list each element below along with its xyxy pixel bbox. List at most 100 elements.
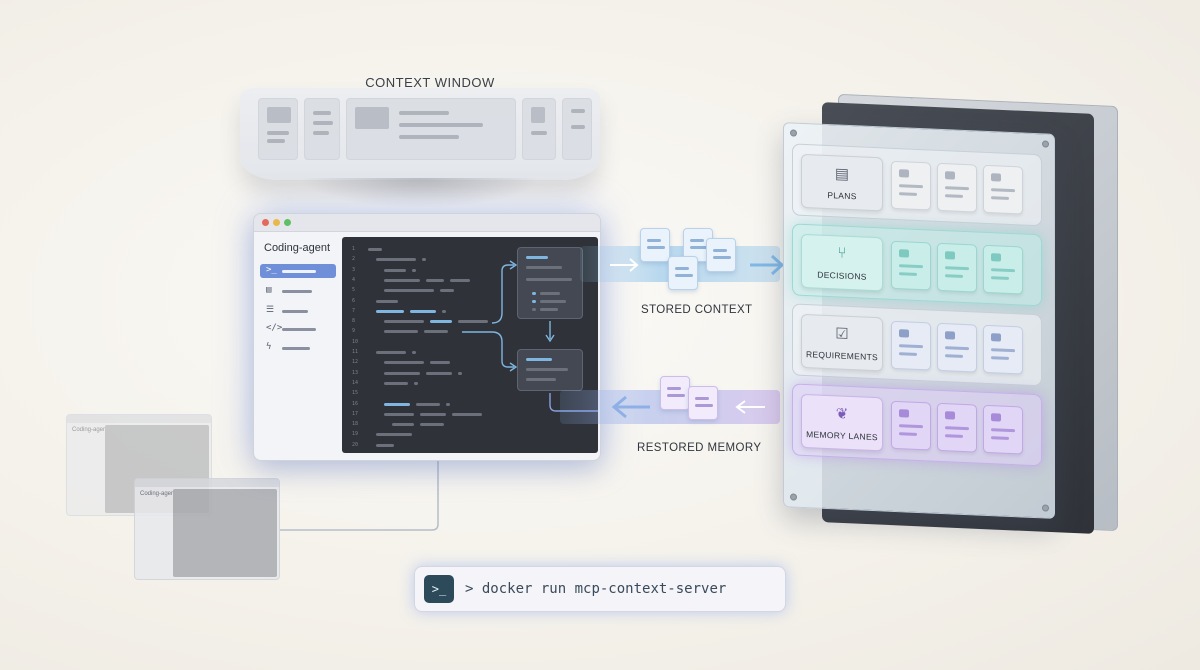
line-number: 7 xyxy=(352,307,356,314)
minimize-dot-icon[interactable] xyxy=(273,219,280,226)
code-line-token xyxy=(384,412,414,416)
lightning-icon: ϟ xyxy=(266,342,272,352)
code-line-token xyxy=(376,299,398,303)
code-line-token xyxy=(420,412,446,416)
line-number: 5 xyxy=(352,287,356,294)
window-titlebar xyxy=(254,214,600,232)
sidebar-item-code[interactable]: </> xyxy=(260,322,336,336)
context-card xyxy=(522,98,556,160)
sidebar-item-list[interactable]: ☰ xyxy=(260,304,336,318)
decisions-branch-icon: ⑂ xyxy=(837,244,847,262)
code-line-token xyxy=(384,278,420,282)
maximize-dot-icon[interactable] xyxy=(284,219,291,226)
code-line-token xyxy=(384,402,410,406)
sidebar-item-actions[interactable]: ϟ xyxy=(260,341,336,355)
lane-item[interactable] xyxy=(937,242,977,293)
lane-item[interactable] xyxy=(983,164,1023,215)
restored-memory-label: RESTORED MEMORY xyxy=(637,442,762,454)
sidebar-item-terminal[interactable]: >_ xyxy=(260,264,336,278)
lane-item[interactable] xyxy=(891,160,931,211)
context-window-strip xyxy=(240,88,600,180)
rivet xyxy=(1042,504,1049,512)
code-line-token xyxy=(430,361,450,365)
lane-item[interactable] xyxy=(891,400,931,451)
lane-item[interactable] xyxy=(891,320,931,371)
lane-item[interactable] xyxy=(937,322,977,373)
lane-requirements[interactable]: ☑ REQUIREMENTS xyxy=(792,303,1042,387)
lane-item[interactable] xyxy=(983,404,1023,455)
rivet xyxy=(790,493,797,501)
line-number: 13 xyxy=(352,369,359,376)
agent-connector-line xyxy=(280,455,439,531)
line-number: 17 xyxy=(352,410,359,417)
line-number: 4 xyxy=(352,276,356,283)
lane-card-memory[interactable]: ❦ MEMORY LANES xyxy=(801,393,883,452)
line-number: 19 xyxy=(352,431,359,438)
code-line-token xyxy=(426,371,452,375)
code-line-token xyxy=(458,371,462,375)
context-window-label: CONTEXT WINDOW xyxy=(365,75,495,90)
context-card xyxy=(304,98,340,160)
lane-card-plans[interactable]: ▤ PLANS xyxy=(801,153,883,212)
code-line-token xyxy=(384,371,420,375)
code-line-token xyxy=(376,351,406,354)
terminal-icon: >_ xyxy=(424,575,454,603)
lane-item[interactable] xyxy=(891,240,931,291)
code-line-token xyxy=(422,258,426,262)
lane-label: MEMORY LANES xyxy=(806,429,878,443)
command-prompt: > xyxy=(465,581,474,597)
close-dot-icon[interactable] xyxy=(262,219,269,226)
line-number: 6 xyxy=(352,297,356,304)
line-number: 1 xyxy=(352,246,356,252)
lane-item[interactable] xyxy=(983,244,1023,295)
document-icon: ▤ xyxy=(266,285,272,295)
lane-item[interactable] xyxy=(937,402,977,453)
command-bar[interactable]: >_ > docker run mcp-context-server xyxy=(414,566,786,612)
background-agent-window: Coding-agent xyxy=(134,478,280,580)
list-icon: ☰ xyxy=(266,305,275,315)
line-number: 16 xyxy=(352,400,359,407)
agent-title: Coding-agent xyxy=(264,242,331,254)
code-line-token xyxy=(376,433,412,437)
restore-arrows xyxy=(611,395,765,419)
code-line-token xyxy=(420,423,444,427)
lane-label: REQUIREMENTS xyxy=(805,349,879,363)
context-popover xyxy=(517,247,583,319)
code-line-token xyxy=(412,351,416,354)
code-line-token xyxy=(424,330,448,334)
code-line-token xyxy=(458,320,488,324)
lane-plans[interactable]: ▤ PLANS xyxy=(792,143,1042,227)
code-line-token xyxy=(446,402,450,406)
lane-card-requirements[interactable]: ☑ REQUIREMENTS xyxy=(801,313,883,372)
code-line-token xyxy=(392,423,414,427)
sidebar-item-files[interactable]: ▤ xyxy=(260,284,336,298)
line-number: 12 xyxy=(352,359,359,366)
lane-card-decisions[interactable]: ⑂ DECISIONS xyxy=(801,233,883,292)
lane-item[interactable] xyxy=(983,324,1023,375)
lane-label: PLANS xyxy=(827,189,857,202)
code-line-token xyxy=(450,278,470,282)
memory-doc-icon xyxy=(660,376,690,410)
code-line-token xyxy=(384,320,424,324)
code-icon: </> xyxy=(266,323,283,333)
requirements-checklist-icon: ☑ xyxy=(835,325,849,343)
stored-context-label: STORED CONTEXT xyxy=(641,304,753,316)
lane-decisions[interactable]: ⑂ DECISIONS xyxy=(792,223,1042,307)
code-line-token xyxy=(416,402,440,406)
code-line-token xyxy=(442,309,446,313)
terminal-icon: >_ xyxy=(266,265,277,275)
context-card xyxy=(258,98,298,160)
lane-item[interactable] xyxy=(937,162,977,213)
context-card xyxy=(562,98,592,160)
code-line-token xyxy=(412,268,416,272)
line-number: 15 xyxy=(352,390,359,397)
line-number: 2 xyxy=(352,256,356,263)
line-number: 3 xyxy=(352,266,356,273)
line-number: 10 xyxy=(352,338,359,345)
lane-memory[interactable]: ❦ MEMORY LANES xyxy=(792,383,1042,467)
background-agent-title: Coding-agent xyxy=(140,491,177,497)
line-number: 8 xyxy=(352,318,356,325)
code-line-token xyxy=(410,309,436,313)
